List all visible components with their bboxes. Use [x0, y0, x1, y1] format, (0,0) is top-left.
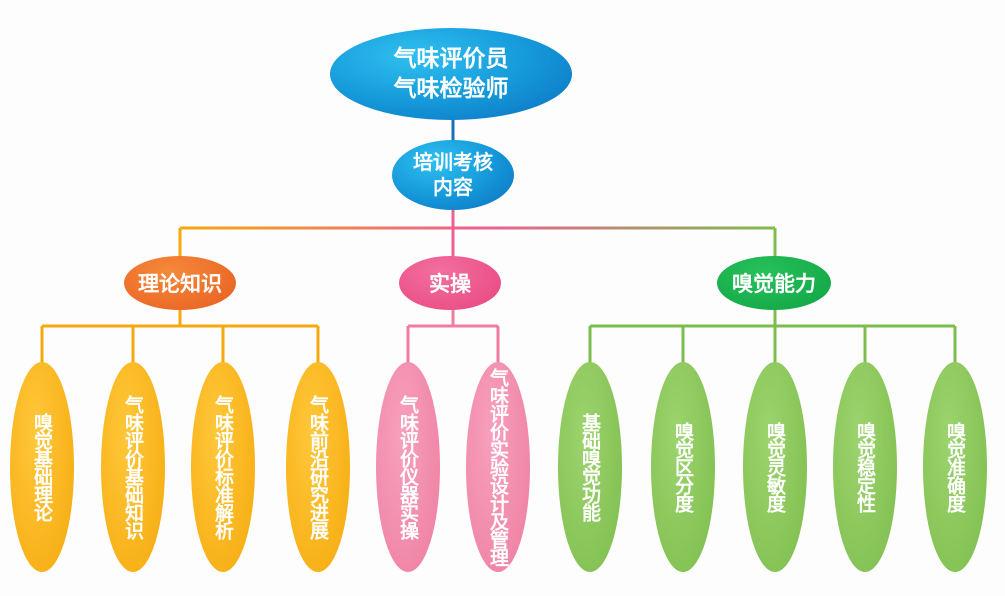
leaf-practice-1: 气味评价仪器实操 [376, 362, 440, 572]
leaf-smell-2: 嗅觉区分度 [651, 362, 715, 572]
hub-title-line-1: 培训考核 [413, 150, 493, 174]
leaf-smell-5: 嗅觉准确度 [923, 362, 987, 572]
category-theory-node: 理论知识 [124, 256, 236, 310]
category-practice-node: 实操 [399, 256, 501, 310]
hub-title-line-2: 内容 [433, 175, 473, 199]
leaf-theory-3: 气味评价标准解析 [191, 362, 255, 572]
leaf-theory-1: 嗅觉基础理论 [10, 362, 74, 572]
leaf-practice-2: 气味评价实验设计及管理 [466, 362, 530, 572]
category-smell-node: 嗅觉能力 [717, 256, 831, 310]
root-node: 气味评价员 气味检验师 [330, 28, 572, 120]
leaf-smell-4: 嗅觉稳定性 [833, 362, 897, 572]
leaf-smell-1: 基础嗅觉功能 [558, 362, 622, 572]
leaf-theory-2: 气味评价基础知识 [101, 362, 165, 572]
root-title-line-1: 气味评价员 [393, 46, 509, 72]
leaf-theory-4: 气味前沿研究进展 [286, 362, 350, 572]
root-title-line-2: 气味检验师 [393, 76, 509, 102]
hub-node: 培训考核 内容 [392, 140, 514, 210]
leaf-smell-3: 嗅觉灵敏度 [743, 362, 807, 572]
